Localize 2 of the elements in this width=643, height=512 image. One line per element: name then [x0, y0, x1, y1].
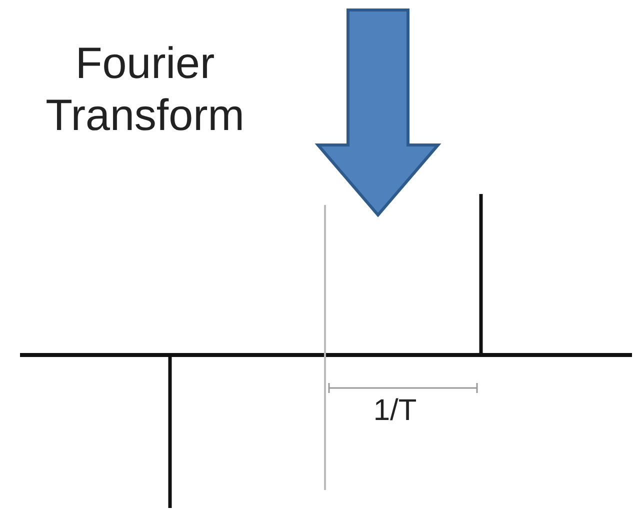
period-label: 1/T [372, 393, 418, 429]
transform-label: Fourier Transform [44, 38, 246, 142]
